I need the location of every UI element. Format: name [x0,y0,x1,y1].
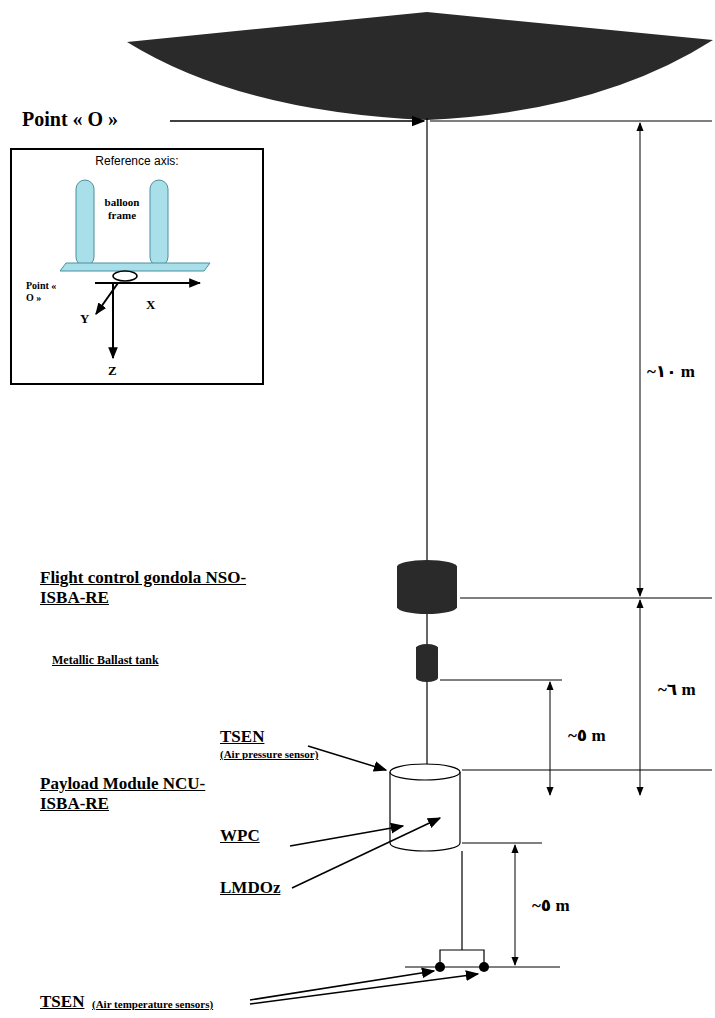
sensor-description: (Air temperature sensors) [92,998,213,1011]
flight-control-gondola [397,560,457,614]
dimension-label: ~١٠ m [647,362,695,382]
leader-arrow [308,746,386,770]
payload-module [390,764,460,851]
instrument-name: LMDOz [220,878,280,898]
dimension-arrow [550,682,551,795]
instrument-name: WPC [220,826,260,846]
ballast-tank [416,644,438,682]
reference-line [462,843,542,844]
leader-arrow [292,818,440,888]
inset-heading: Reference axis: [12,150,262,168]
leader-arrow [250,974,478,1004]
dimension-label: ~٥ m [568,726,606,746]
sensor-bracket [440,950,484,967]
reference-line [405,967,560,968]
dimension-label: ~٦ m [658,680,696,700]
tether-line [426,678,427,770]
point-label: Point « O » [22,108,118,131]
reference-line [440,680,562,681]
reference-axis-inset [60,180,210,358]
reference-line [462,770,712,771]
dimension-arrow [640,123,641,596]
balloon-envelope [127,12,713,120]
part-name: Metallic Ballast tank [52,654,159,668]
sensor-description: (Air pressure sensor) [220,748,318,761]
sensor-name: TSEN [40,992,84,1012]
axis-label: Z [108,364,117,379]
point-label: Point « O » [26,280,66,303]
part-name: Payload Module NCU-ISBA-RE [40,774,240,813]
pointer-arrow [170,120,424,122]
part-name: balloon frame [96,196,148,221]
part-name: Flight control gondola NSO-ISBA-RE [40,568,255,607]
inset-box: Reference axis: [10,148,264,385]
tether-line [426,118,427,567]
reference-line [430,121,712,122]
leader-arrow [250,971,434,1000]
reference-line [460,598,712,599]
dimension-label: ~٥ m [532,896,570,916]
axis-label: Y [80,312,89,327]
sensor-name: TSEN [220,727,264,747]
dimension-arrow [640,600,641,795]
axis-label: X [146,298,155,313]
sensor-cable [461,851,462,950]
dimension-arrow [515,845,516,965]
